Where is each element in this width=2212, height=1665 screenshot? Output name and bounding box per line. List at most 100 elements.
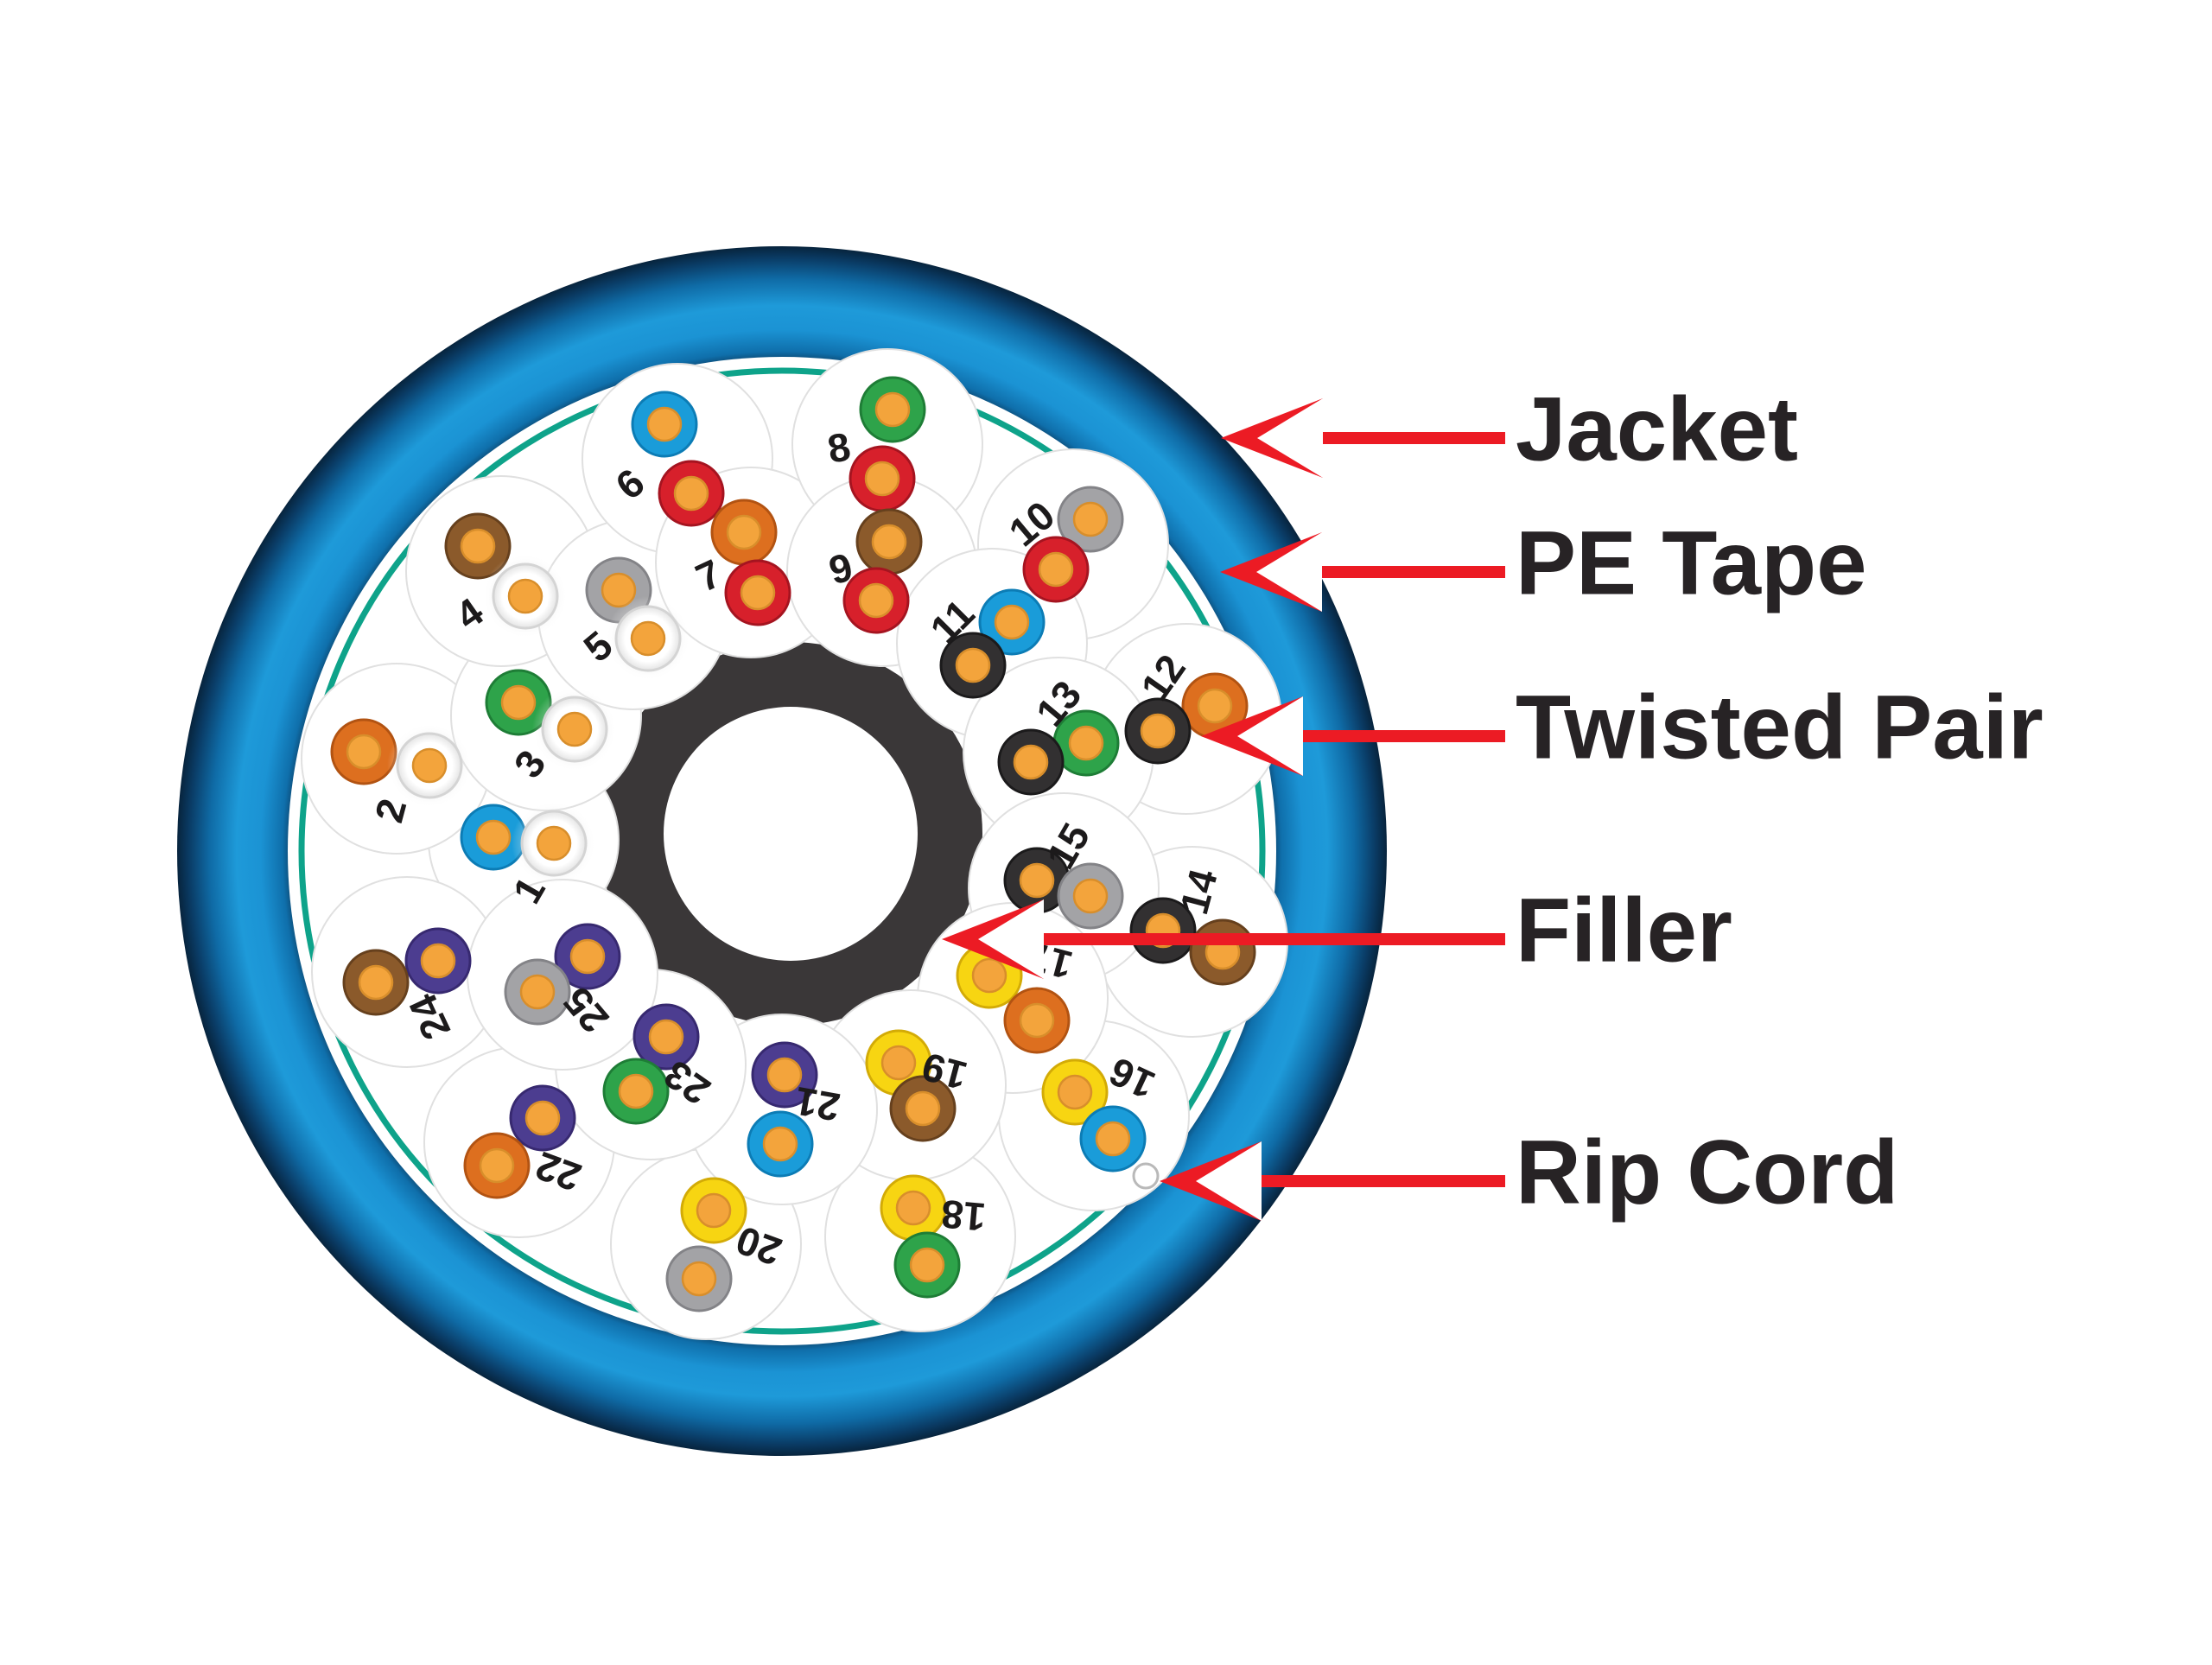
copper-conductor xyxy=(874,391,911,428)
pair-6-wire-red xyxy=(658,460,725,527)
pair-9-wire-brown xyxy=(855,508,923,575)
pair-17-wire-orange xyxy=(1003,987,1071,1054)
pair-16-wire-blue xyxy=(1079,1105,1147,1172)
copper-conductor xyxy=(1140,713,1176,749)
copper-conductor xyxy=(1197,688,1233,724)
copper-conductor xyxy=(1019,1002,1055,1039)
copper-conductor xyxy=(618,1073,654,1109)
copper-conductor xyxy=(955,647,991,683)
copper-conductor xyxy=(569,938,606,975)
copper-conductor xyxy=(1057,1074,1093,1110)
filler-arrow-line xyxy=(1027,933,1505,945)
jacket-arrowhead-notch xyxy=(1257,398,1323,478)
pair-5: 5 xyxy=(575,556,690,681)
pair-1-wire-blue xyxy=(460,804,527,871)
copper-conductor xyxy=(346,734,382,770)
copper-conductor xyxy=(696,1192,732,1229)
copper-conductor xyxy=(1013,744,1049,780)
pair-15: 15 xyxy=(1003,816,1124,930)
copper-conductor xyxy=(519,974,556,1010)
copper-conductor xyxy=(726,514,762,550)
pair-25-wire-slate xyxy=(504,958,571,1026)
pair-8: 8 xyxy=(824,376,926,512)
twisted-pair-arrowhead-notch xyxy=(1237,696,1303,776)
pair-3-wire-white xyxy=(532,687,617,772)
pair-20-wire-slate xyxy=(665,1245,733,1312)
copper-conductor xyxy=(1072,878,1109,914)
pair-21-wire-blue xyxy=(747,1110,814,1178)
pair-13-wire-green xyxy=(1052,709,1120,777)
rip-cord-dot xyxy=(1132,1162,1160,1190)
annotation-jacket: Jacket xyxy=(1221,379,1798,480)
pe-tape-arrow-line xyxy=(1305,566,1505,578)
pair-14-wire-brown xyxy=(1189,918,1256,986)
copper-conductor xyxy=(909,1247,945,1283)
pair-2-wire-white xyxy=(387,723,472,808)
pair-13-wire-black xyxy=(997,728,1065,796)
copper-conductor xyxy=(411,747,448,784)
pair-23-wire-violet xyxy=(632,1003,700,1071)
copper-conductor xyxy=(1019,862,1055,899)
copper-conductor xyxy=(507,578,543,614)
pair-22-wire-orange xyxy=(463,1132,531,1199)
copper-conductor xyxy=(681,1261,717,1297)
copper-conductor xyxy=(762,1126,798,1162)
pair-15-wire-slate xyxy=(1057,862,1124,930)
pair-11-wire-black xyxy=(939,632,1007,699)
pair-8-wire-green xyxy=(859,376,926,443)
copper-conductor xyxy=(479,1147,515,1184)
pair-19: 19 xyxy=(865,1029,971,1142)
copper-conductor xyxy=(905,1090,941,1127)
filler-ring xyxy=(599,642,982,1026)
pair-9-wire-red xyxy=(842,567,910,634)
copper-conductor xyxy=(994,604,1030,640)
copper-conductor xyxy=(858,582,894,619)
copper-conductor xyxy=(880,1045,917,1081)
copper-conductor xyxy=(1068,725,1104,761)
copper-conductor xyxy=(601,572,637,608)
pair-24-wire-violet xyxy=(404,927,472,995)
pair-21-wire-violet xyxy=(751,1041,818,1109)
pe-tape-arrowhead-notch xyxy=(1256,532,1322,612)
pair-7-wire-red xyxy=(724,559,791,626)
copper-conductor xyxy=(673,475,709,512)
copper-conductor xyxy=(1072,501,1109,537)
twisted-pair-label: Twisted Pair xyxy=(1516,677,2044,778)
pair-15-wire-black xyxy=(1003,847,1071,914)
pair-12-wire-black xyxy=(1124,697,1192,765)
pair-16-wire-yellow xyxy=(1041,1058,1109,1126)
copper-conductor xyxy=(536,825,572,861)
annotation-filler: Filler xyxy=(942,880,1732,982)
filler-label: Filler xyxy=(1516,880,1732,982)
pair-24-wire-brown xyxy=(342,949,410,1016)
pair-13: 13 xyxy=(997,672,1120,796)
pair-2: 2 xyxy=(330,718,472,827)
filler-arrowhead-notch xyxy=(978,899,1044,979)
copper-conductor xyxy=(971,957,1007,994)
copper-conductor xyxy=(646,406,683,442)
pair-5-wire-white xyxy=(606,596,690,681)
copper-conductor xyxy=(648,1019,684,1055)
jacket-label: Jacket xyxy=(1516,379,1798,480)
pair-18: 18 xyxy=(880,1174,988,1299)
rip-cord-label: Rip Cord xyxy=(1516,1122,1898,1223)
pair-4-wire-brown xyxy=(444,512,512,580)
pair-8-wire-red xyxy=(849,445,916,512)
annotation-rip-cord: Rip Cord xyxy=(1160,1122,1898,1223)
pair-9: 9 xyxy=(824,508,923,634)
pair-21-label: 21 xyxy=(791,1078,842,1130)
pair-19-wire-brown xyxy=(889,1075,957,1142)
pair-4-wire-white xyxy=(483,554,568,639)
copper-conductor xyxy=(1095,1121,1131,1157)
copper-conductor xyxy=(871,524,907,560)
copper-conductor xyxy=(500,684,537,721)
copper-conductor xyxy=(1038,551,1074,588)
pair-25-wire-violet xyxy=(554,923,621,990)
pair-11-wire-blue xyxy=(978,588,1046,656)
copper-conductor xyxy=(556,711,593,747)
pair-18-wire-green xyxy=(893,1231,961,1299)
pair-18-wire-yellow xyxy=(880,1174,947,1242)
pair-11: 11 xyxy=(921,588,1046,699)
